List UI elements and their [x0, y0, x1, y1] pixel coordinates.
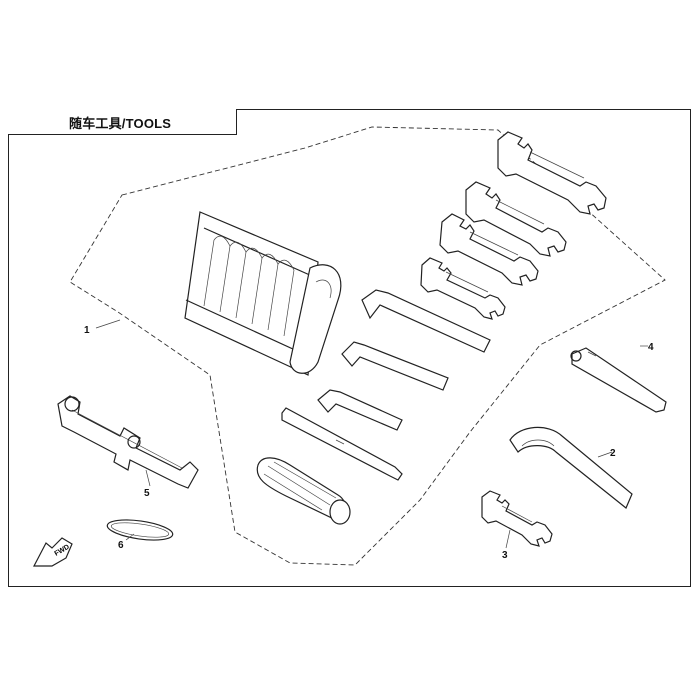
hex-key-medium [341, 341, 449, 391]
screwdriver-bit [281, 407, 403, 481]
callout-6: 6 [118, 540, 124, 551]
fwd-direction-arrow: FWD [33, 537, 73, 567]
screwdriver-handle [256, 457, 351, 525]
o-ring-part-6 [106, 519, 174, 541]
callout-3: 3 [502, 550, 508, 561]
tool-kit-group-outline [69, 126, 666, 566]
callout-2: 2 [610, 448, 616, 459]
title-box [8, 109, 237, 135]
callout-5: 5 [144, 488, 150, 499]
double-wrench-large [497, 131, 607, 215]
hex-key-large [361, 289, 491, 353]
tommy-bar-part-4 [570, 347, 667, 413]
hook-spanner-part-2 [509, 426, 633, 509]
open-end-wrench-part-3 [481, 490, 553, 547]
callout-1: 1 [84, 325, 90, 336]
socket-wrench-part-5 [57, 395, 199, 489]
diagram-frame [8, 109, 691, 587]
double-wrench-medium-1 [465, 181, 567, 257]
tool-roll-pouch [184, 211, 342, 376]
hex-key-small [317, 389, 403, 431]
callout-4: 4 [648, 342, 654, 353]
double-wrench-medium-2 [439, 213, 539, 286]
double-wrench-small [420, 257, 506, 320]
callout-leaders [95, 319, 648, 549]
page-title: 随车工具/TOOLS [69, 116, 172, 131]
